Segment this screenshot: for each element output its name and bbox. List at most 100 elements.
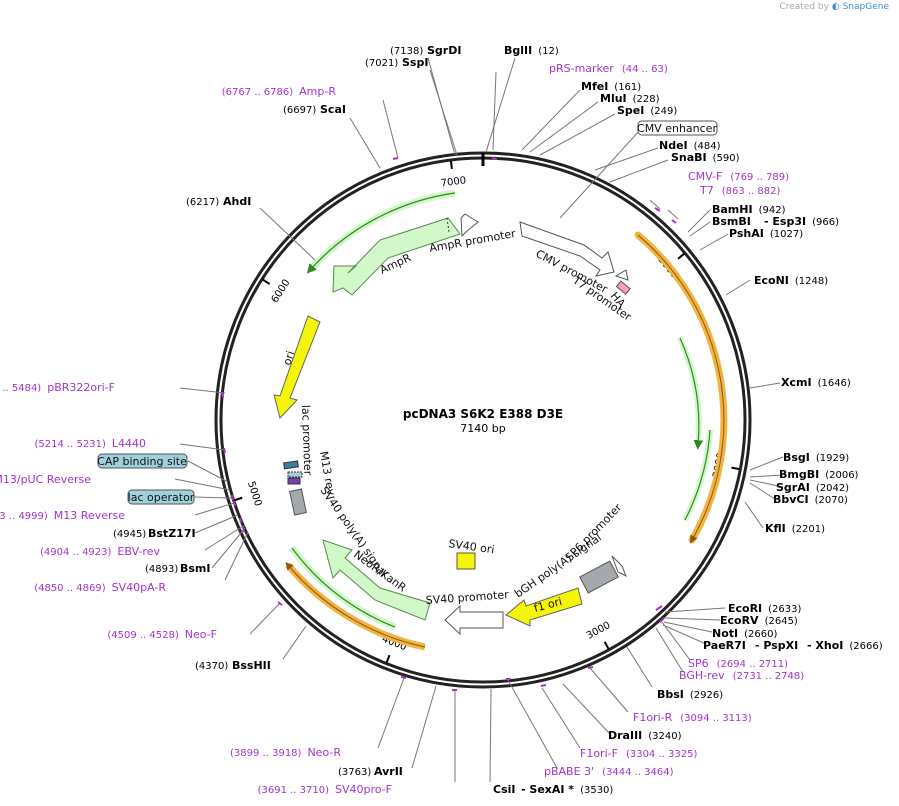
primer-name: CMV-F <box>688 170 722 183</box>
enzyme-avrii[interactable]: AvrII <box>374 765 403 778</box>
primer-bghrev[interactable]: BGH-rev(2731 .. 2748) <box>679 669 804 682</box>
enzyme-snabi[interactable]: SnaBI(590) <box>671 151 740 164</box>
enzyme-pshai[interactable]: PshAI(1027) <box>729 227 803 240</box>
primer-sv40par[interactable]: (4850 .. 4869)SV40pA-R <box>34 581 166 594</box>
box-cmv-enhancer[interactable]: CMV enhancer <box>637 122 717 135</box>
primer-pbabe[interactable]: pBABE 3'(3444 .. 3464) <box>544 765 674 778</box>
enzyme-name: SpeI <box>617 104 644 117</box>
primer-m13puc[interactable]: (4996 .. 5018)M13/pUC Reverse <box>0 473 91 486</box>
enzyme-bsshii[interactable]: BssHII <box>232 659 271 672</box>
enzyme-csii[interactable]: CsiI <box>493 783 515 796</box>
snapgene-credit: Created by ◐ SnapGene <box>779 2 889 12</box>
primer-neof[interactable]: (4509 .. 4528)Neo-F <box>107 628 217 641</box>
enzyme-bsmbi[interactable]: BsmBI <box>712 215 751 228</box>
enzyme-sgrdi[interactable]: SgrDI <box>427 44 461 57</box>
primer-position: (4850 .. 4869) <box>34 583 106 594</box>
enzyme-bbvci[interactable]: BbvCI(2070) <box>773 493 848 506</box>
enzyme-xhoi[interactable]: - XhoI(2666) <box>807 639 883 652</box>
enzyme-position: (2660) <box>744 629 777 640</box>
enzyme-sspi[interactable]: SspI <box>402 56 428 69</box>
primer-position: (2731 .. 2748) <box>733 671 805 682</box>
enzyme-bmgbi[interactable]: BmgBI(2006) <box>779 468 859 481</box>
primer-pbr[interactable]: (5465 .. 5484)pBR322ori-F <box>0 381 115 394</box>
enzyme-bglii[interactable]: BglII(12) <box>504 44 559 57</box>
enzyme-name: SgrDI <box>427 44 461 57</box>
primer-neor[interactable]: (3899 .. 3918)Neo-R <box>230 746 341 759</box>
enzyme-name: - XhoI <box>807 639 843 652</box>
primer-name: M13/pUC Reverse <box>0 473 91 486</box>
enzyme-position: (2042) <box>816 483 849 494</box>
enzyme-xcmi[interactable]: XcmI(1646) <box>781 376 851 389</box>
enzyme-name: AhdI <box>223 195 251 208</box>
primer-name: SP6 <box>688 657 709 670</box>
enzyme-mfei[interactable]: MfeI(161) <box>581 80 641 93</box>
box-cap-binding-site[interactable]: CAP binding site <box>97 455 187 468</box>
primer-name: SV40pro-F <box>335 783 392 796</box>
enzyme-name: PaeR7I <box>703 639 746 652</box>
enzyme-position: (966) <box>812 217 839 228</box>
primer-position: (3899 .. 3918) <box>230 748 302 759</box>
enzyme-econi[interactable]: EcoNI(1248) <box>754 274 828 287</box>
boxed-labels[interactable]: CMV enhancer CAP binding site lac operat… <box>97 120 718 505</box>
primer-ampr[interactable]: (6767 .. 6786)Amp-R <box>222 85 337 98</box>
primer-cmvf[interactable]: CMV-F(769 .. 789) <box>688 170 789 183</box>
enzyme-kfli[interactable]: KflI(2201) <box>765 522 825 535</box>
lac-promoter-box <box>287 471 303 478</box>
enzyme-bbsi[interactable]: BbsI(2926) <box>657 688 723 701</box>
primer-f1orir[interactable]: F1ori-R(3094 .. 3113) <box>633 711 752 724</box>
sv40-ori-box <box>456 552 476 570</box>
enzyme-bstz17i[interactable]: BstZ17I <box>148 527 196 540</box>
enzyme-draiii[interactable]: DraIII(3240) <box>608 729 682 742</box>
enzyme-name: NotI <box>712 627 738 640</box>
tick-label: 6000 <box>270 278 293 305</box>
sv40-promoter-arrow <box>444 604 504 636</box>
enzyme-position: (6697) <box>283 105 316 116</box>
enzyme-name: SspI <box>402 56 428 69</box>
enzyme-sexai[interactable]: - SexAI *(3530) <box>521 783 613 796</box>
enzyme-ahdi[interactable]: AhdI <box>223 195 251 208</box>
enzyme-esp3i[interactable]: - Esp3I(966) <box>764 215 839 228</box>
enzyme-bsmi[interactable]: BsmI <box>180 562 211 575</box>
primer-position: (3304 .. 3325) <box>626 749 698 760</box>
primer-sv40pro[interactable]: (3691 .. 3710)SV40pro-F <box>258 783 392 796</box>
enzyme-name: DraIII <box>608 729 642 742</box>
tick-mark <box>449 160 453 170</box>
enzyme-position: (6217) <box>186 197 219 208</box>
tick-mark <box>234 496 243 502</box>
enzyme-sgrai[interactable]: SgrAI(2042) <box>776 481 849 494</box>
tick-mark <box>677 252 685 260</box>
enzyme-ecori[interactable]: EcoRI(2633) <box>728 602 802 615</box>
enzyme-position: (4945) <box>113 529 146 540</box>
enzyme-position: (2633) <box>768 604 801 615</box>
enzyme-pspxi[interactable]: - PspXI <box>755 639 798 652</box>
enzyme-bamhi[interactable]: BamHI(942) <box>712 203 786 216</box>
enzyme-scai[interactable]: ScaI <box>320 103 346 116</box>
primer-sp6[interactable]: SP6(2694 .. 2711) <box>688 657 788 670</box>
box-lac-operator[interactable]: lac operator <box>128 491 195 504</box>
enzyme-position: (4893) <box>145 564 178 575</box>
enzyme-spei[interactable]: SpeI(249) <box>617 104 677 117</box>
plasmid-title: pcDNA3 S6K2 E388 D3E <box>403 407 563 421</box>
enzyme-paer7i[interactable]: PaeR7I <box>703 639 746 652</box>
primer-f1orif[interactable]: F1ori-F(3304 .. 3325) <box>580 747 697 760</box>
primer-prs[interactable]: pRS-marker(44 .. 63) <box>549 62 668 75</box>
primer-position: (3444 .. 3464) <box>602 767 674 778</box>
primer-ebv[interactable]: (4904 .. 4923)EBV-rev <box>40 545 160 558</box>
enzyme-mlui[interactable]: MluI(228) <box>600 92 660 105</box>
enzyme-noti[interactable]: NotI (2660) <box>712 627 777 640</box>
enzyme-name: AvrII <box>374 765 403 778</box>
primer-m13rev[interactable]: (4983 .. 4999)M13 Reverse <box>0 509 125 522</box>
enzyme-name: ScaI <box>320 103 346 116</box>
enzyme-ecorv[interactable]: EcoRV(2645) <box>720 614 798 627</box>
primer-position: (6767 .. 6786) <box>222 87 294 98</box>
enzyme-name: SnaBI <box>671 151 707 164</box>
enzyme-ndei[interactable]: NdeI(484) <box>659 139 721 152</box>
primer-t7[interactable]: T7(863 .. 882) <box>699 184 781 197</box>
enzyme-bsgi[interactable]: BsgI(1929) <box>783 451 849 464</box>
primer-l4440[interactable]: (5214 .. 5231)L4440 <box>34 437 146 450</box>
enzyme-name: BsmI <box>180 562 211 575</box>
enzyme-name: BstZ17I <box>148 527 196 540</box>
bgh-polya-box <box>579 560 619 594</box>
